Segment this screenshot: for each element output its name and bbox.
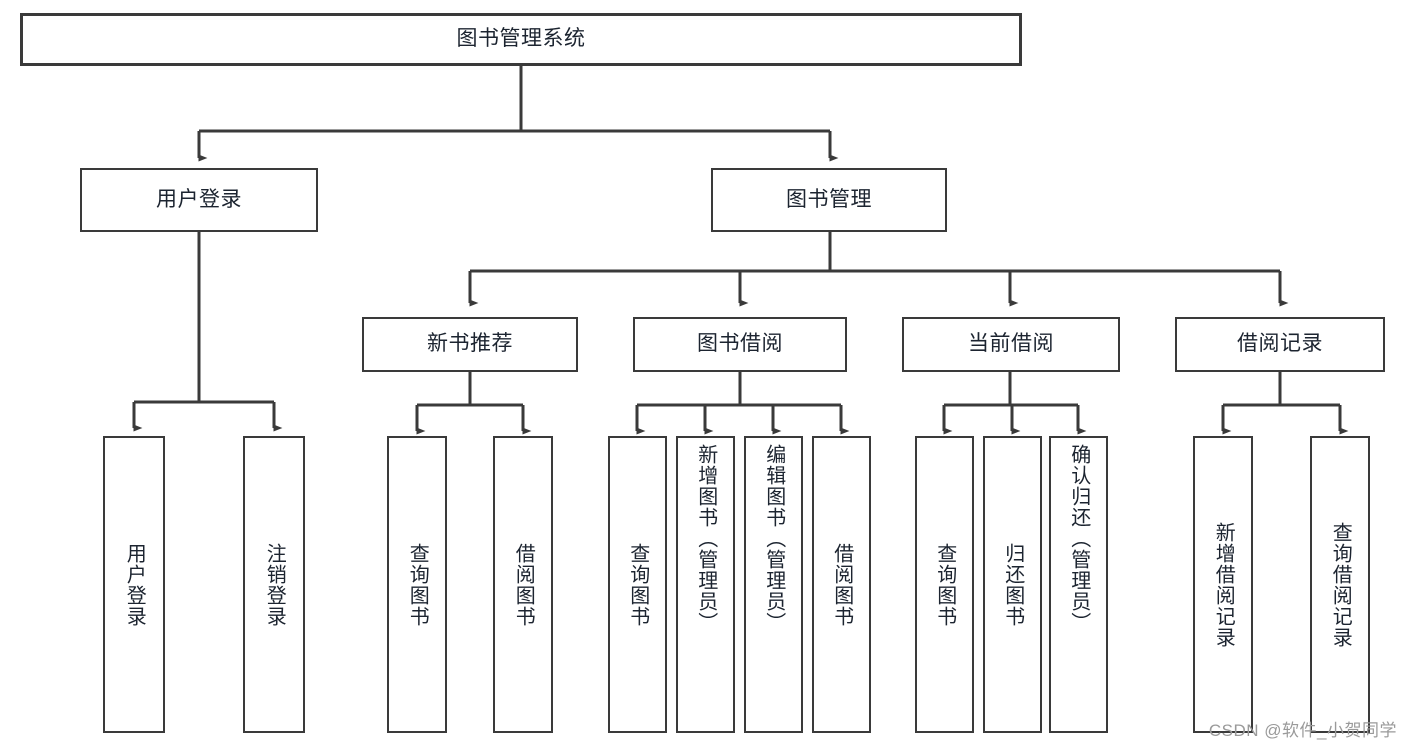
node-user-login-label: 用户登录: [156, 187, 242, 211]
leaf-user-login[interactable]: 用户登录: [103, 436, 165, 733]
leaf-borrow-book-1[interactable]: 借阅图书: [493, 436, 553, 733]
edges-currentborrow-to-leaves: [942, 372, 1087, 435]
leaf-query-book-2-label: 查询图书: [626, 542, 649, 627]
leaf-edit-book-label: 编辑图书（管理员）: [762, 444, 785, 633]
node-root-label: 图书管理系统: [456, 27, 586, 51]
node-new-book-recommend-label: 新书推荐: [427, 332, 513, 356]
edges-borrowrecord-to-leaves: [1221, 372, 1349, 435]
leaf-return-book[interactable]: 归还图书: [983, 436, 1042, 733]
leaf-add-borrow-record-label: 新增借阅记录: [1212, 521, 1235, 648]
leaf-query-book-1[interactable]: 查询图书: [387, 436, 447, 733]
leaf-user-login-label: 用户登录: [123, 542, 146, 627]
node-book-borrow[interactable]: 图书借阅: [633, 317, 847, 372]
leaf-logout-label: 注销登录: [263, 542, 286, 627]
leaf-confirm-return-label: 确认归还（管理员）: [1067, 444, 1090, 633]
node-user-login[interactable]: 用户登录: [80, 168, 318, 232]
node-borrow-record[interactable]: 借阅记录: [1175, 317, 1385, 372]
node-book-borrow-label: 图书借阅: [697, 332, 783, 356]
node-book-manage-label: 图书管理: [786, 187, 872, 211]
leaf-logout[interactable]: 注销登录: [243, 436, 305, 733]
leaf-borrow-book-2[interactable]: 借阅图书: [812, 436, 871, 733]
leaf-confirm-return[interactable]: 确认归还（管理员）: [1049, 436, 1108, 733]
node-book-manage[interactable]: 图书管理: [711, 168, 947, 232]
leaf-query-book-1-label: 查询图书: [406, 542, 429, 627]
node-new-book-recommend[interactable]: 新书推荐: [362, 317, 578, 372]
leaf-edit-book[interactable]: 编辑图书（管理员）: [744, 436, 803, 733]
edges-bookborrow-to-leaves: [635, 372, 850, 435]
leaf-borrow-book-2-label: 借阅图书: [830, 542, 853, 627]
leaf-query-book-3[interactable]: 查询图书: [915, 436, 974, 733]
leaf-query-borrow-record[interactable]: 查询借阅记录: [1310, 436, 1370, 733]
node-borrow-record-label: 借阅记录: [1237, 332, 1323, 356]
edges-root-to-level2: [197, 65, 839, 162]
leaf-add-book-label: 新增图书（管理员）: [694, 444, 717, 633]
node-current-borrow[interactable]: 当前借阅: [902, 317, 1120, 372]
leaf-return-book-label: 归还图书: [1001, 542, 1024, 627]
edges-userlogin-to-leaves: [132, 232, 283, 432]
leaf-borrow-book-1-label: 借阅图书: [512, 542, 535, 627]
leaf-add-borrow-record[interactable]: 新增借阅记录: [1193, 436, 1253, 733]
leaf-add-book[interactable]: 新增图书（管理员）: [676, 436, 735, 733]
leaf-query-book-3-label: 查询图书: [933, 542, 956, 627]
node-current-borrow-label: 当前借阅: [968, 332, 1054, 356]
edges-bookmanage-to-level3: [468, 232, 1289, 307]
leaf-query-borrow-record-label: 查询借阅记录: [1329, 521, 1352, 648]
leaf-query-book-2[interactable]: 查询图书: [608, 436, 667, 733]
node-root[interactable]: 图书管理系统: [20, 13, 1022, 66]
edges-newbook-to-leaves: [415, 372, 532, 435]
